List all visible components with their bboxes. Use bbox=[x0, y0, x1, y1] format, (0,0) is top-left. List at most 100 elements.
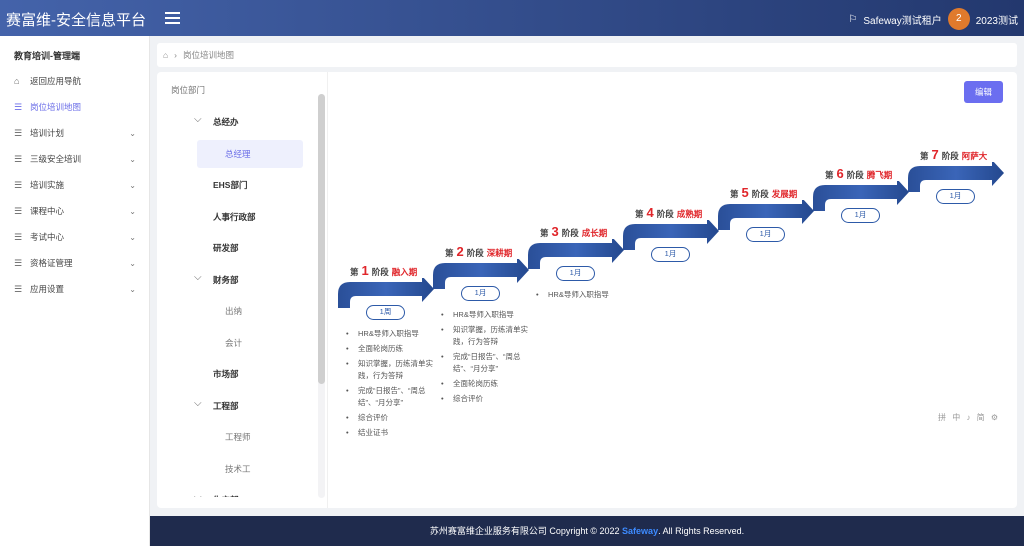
stage-number: 4 bbox=[646, 204, 654, 220]
stage-name: 成长期 bbox=[581, 228, 608, 239]
sidebar-item-label: 培训计划 bbox=[30, 128, 65, 138]
flag-icon: ⚐ bbox=[848, 13, 858, 25]
scrollbar-thumb[interactable] bbox=[318, 94, 325, 384]
avatar[interactable]: 2 bbox=[947, 8, 970, 30]
stage-prefix: 第 bbox=[540, 228, 549, 239]
tree-scrollbar[interactable] bbox=[318, 94, 325, 498]
breadcrumb: ⌂ › 岗位培训地图 bbox=[157, 43, 1017, 67]
stage-suffix: 阶段 bbox=[751, 189, 769, 200]
tree-node[interactable]: 市场部 bbox=[213, 360, 239, 388]
breadcrumb-current: 岗位培训地图 bbox=[182, 50, 234, 60]
stage-suffix: 阶段 bbox=[656, 208, 674, 219]
tree-node[interactable]: 工程部 bbox=[213, 392, 239, 420]
tree-node[interactable]: EHS部门 bbox=[213, 171, 247, 199]
sidebar-item[interactable]: ☰ 应用设置 ⌄ bbox=[14, 280, 136, 298]
stage-number: 6 bbox=[836, 166, 844, 181]
stage-items: HR&导师入职指导全面轮岗历练知识掌握，历练清单实践，行为答辩完成“日报告”、“… bbox=[346, 328, 434, 442]
stage-item: 结业证书 bbox=[346, 427, 434, 439]
stage-item: 知识掌握，历练清单实践，行为答辩 bbox=[346, 358, 434, 382]
stage-item: HR&导师入职指导 bbox=[346, 328, 434, 340]
list-icon: ☰ bbox=[14, 257, 23, 268]
stage-item: 全面轮岗历练 bbox=[441, 378, 529, 390]
tree-node-label: 会计 bbox=[225, 337, 243, 348]
duration-pill: 1月 bbox=[556, 266, 595, 282]
duration-pill: 1周 bbox=[366, 305, 405, 320]
sidebar: 教育培训-管理端 ⌂返回应用导航☰岗位培训地图☰培训计划⌄☰三级安全培训⌄☰培训… bbox=[0, 36, 150, 546]
list-icon: ☰ bbox=[14, 205, 23, 216]
home-icon[interactable]: ⌂ bbox=[163, 50, 169, 60]
stage-prefix: 第 bbox=[635, 208, 644, 219]
tree-node[interactable]: 总经理 bbox=[197, 139, 303, 168]
footer-rights: . All Rights Reserved. bbox=[658, 526, 745, 536]
tree-node-label: 研发部 bbox=[213, 243, 239, 253]
stage-arrow-icon bbox=[908, 161, 1004, 192]
sidebar-item-label: 应用设置 bbox=[30, 284, 65, 294]
stage-arrow-icon bbox=[433, 258, 529, 289]
chevron-down-icon: ⌄ bbox=[129, 284, 136, 294]
stage-arrow-icon bbox=[623, 219, 719, 250]
tree-node[interactable]: 生产部 bbox=[213, 486, 239, 497]
stage-number: 2 bbox=[456, 243, 464, 259]
stage-item: 全面轮岗历练 bbox=[346, 343, 434, 355]
user-name[interactable]: 2023测试 bbox=[975, 15, 1018, 27]
chevron-down-icon[interactable]: ⌵ bbox=[194, 114, 202, 125]
tree-node-label: 总经办 bbox=[213, 117, 239, 127]
list-icon: ☰ bbox=[14, 153, 23, 164]
tree-node[interactable]: 人事行政部 bbox=[213, 203, 256, 231]
chevron-down-icon[interactable]: ⌵ bbox=[194, 492, 202, 497]
tree-node[interactable]: 技术工 bbox=[197, 455, 303, 483]
ime-toolbar[interactable]: 拼 中 ♪ 简 ⚙ bbox=[938, 413, 1001, 422]
tree-node-label: 技术工 bbox=[225, 463, 251, 474]
app-title: 赛富维-安全信息平台 bbox=[6, 12, 146, 29]
stage-items: HR&导师入职指导 bbox=[536, 289, 624, 304]
chevron-down-icon[interactable]: ⌵ bbox=[194, 397, 202, 409]
sidebar-item[interactable]: ☰岗位培训地图 bbox=[14, 98, 136, 116]
hamburger-menu-icon[interactable] bbox=[165, 12, 180, 24]
stage-name: 发展期 bbox=[771, 189, 798, 200]
sidebar-item-label: 课程中心 bbox=[30, 206, 65, 216]
sidebar-heading: 教育培训-管理端 bbox=[14, 51, 80, 61]
tree-node[interactable]: 总经办 bbox=[213, 108, 239, 136]
sidebar-item[interactable]: ⌂返回应用导航 bbox=[14, 72, 136, 90]
sidebar-item[interactable]: ☰培训计划⌄ bbox=[14, 124, 136, 142]
list-icon: ☰ bbox=[14, 283, 23, 294]
sidebar-item[interactable]: ☰ 培训实施 ⌄ bbox=[14, 176, 136, 194]
tree-node-label: 生产部 bbox=[213, 494, 239, 497]
stage-arrow-icon bbox=[718, 200, 814, 231]
sidebar-item[interactable]: ☰考试中心⌄ bbox=[14, 228, 136, 246]
duration-pill: 1月 bbox=[841, 208, 880, 223]
tree-node-label: 总经理 bbox=[225, 148, 251, 159]
chevron-down-icon: ⌄ bbox=[129, 206, 136, 216]
stage-item: HR&导师入职指导 bbox=[441, 309, 529, 321]
stage-number: 5 bbox=[741, 185, 749, 201]
sidebar-item[interactable]: ☰三级安全培训⌄ bbox=[14, 150, 136, 168]
chevron-down-icon: ⌄ bbox=[129, 128, 136, 138]
tree-node[interactable]: 财务部 bbox=[213, 266, 239, 294]
sidebar-item-label: 培训实施 bbox=[30, 180, 65, 190]
chevron-down-icon: ⌄ bbox=[129, 180, 136, 190]
stage-item: 完成“日报告”、“周总结”、“月分享” bbox=[441, 351, 529, 375]
stage-name: 深耕期 bbox=[486, 247, 513, 258]
stage-name: 成熟期 bbox=[676, 208, 703, 219]
list-icon: ☰ bbox=[14, 179, 23, 190]
stage-item: 综合评价 bbox=[346, 412, 434, 424]
duration-pill: 1月 bbox=[651, 246, 690, 262]
chevron-down-icon[interactable]: ⌵ bbox=[194, 271, 202, 283]
sidebar-item-label: 资格证管理 bbox=[30, 258, 73, 268]
edit-button[interactable]: 编辑 bbox=[964, 81, 1003, 103]
sidebar-item[interactable]: ☰资格证管理⌄ bbox=[14, 254, 136, 272]
tree-node-label: 工程部 bbox=[213, 400, 239, 411]
stage-prefix: 第 bbox=[730, 189, 739, 200]
tree-node[interactable]: 出纳 bbox=[197, 297, 303, 325]
tenant-name[interactable]: Safeway测试租户 bbox=[863, 15, 942, 27]
chevron-right-icon: › bbox=[174, 50, 177, 60]
sidebar-item[interactable]: ☰ 课程中心 ⌄ bbox=[14, 202, 136, 220]
tree-node[interactable]: 会计 bbox=[197, 329, 303, 357]
sidebar-item-label: 考试中心 bbox=[30, 232, 65, 242]
footer: 苏州赛富维企业服务有限公司 Copyright © 2022 Safeway. … bbox=[150, 516, 1024, 546]
tree-node[interactable]: 工程师 bbox=[197, 423, 303, 451]
tree-node[interactable]: 研发部 bbox=[213, 234, 239, 262]
